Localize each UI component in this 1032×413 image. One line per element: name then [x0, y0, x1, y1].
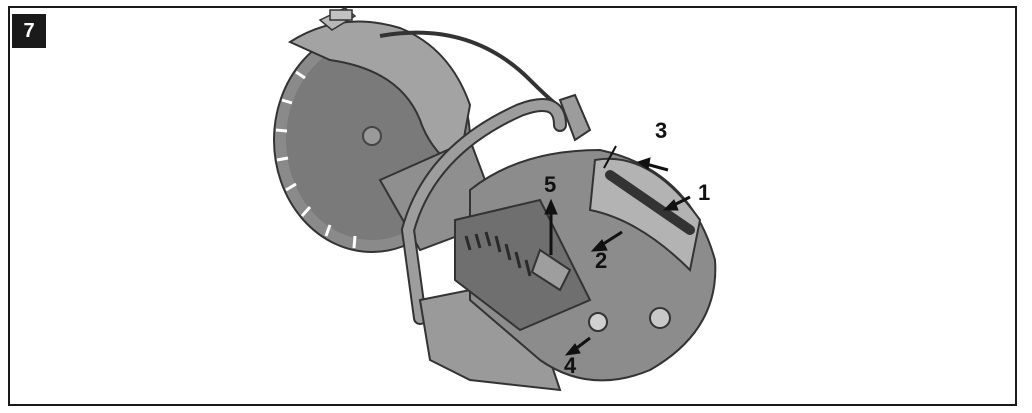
arrow-3: [645, 162, 669, 172]
callout-4: 4: [564, 353, 577, 378]
engine-housing: [454, 93, 717, 382]
figure-number-badge: 7: [12, 14, 46, 48]
callout-arrows: [544, 145, 691, 356]
blade-guard: [287, 7, 472, 172]
callout-3: 3: [655, 118, 667, 143]
callout-5: 5: [544, 172, 556, 197]
callout-1: 1: [698, 180, 710, 205]
callout-2: 2: [595, 248, 607, 273]
